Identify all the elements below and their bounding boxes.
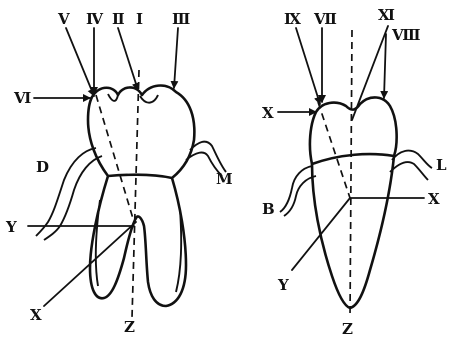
left-cusp-lines xyxy=(108,94,158,103)
right-periodontal-right-2 xyxy=(390,162,428,180)
arrow-v xyxy=(66,28,94,96)
arrow-iii xyxy=(174,28,178,88)
right-premolar: Ⅸ Ⅶ Ⅺ Ⅷ X L X B Y Z xyxy=(262,6,447,338)
arrow-ii xyxy=(118,28,138,90)
right-y-line xyxy=(292,198,350,270)
right-crown-outline xyxy=(310,97,397,164)
arrow-xi-left xyxy=(352,26,388,120)
left-periodontal-left-2 xyxy=(44,156,102,240)
left-long-axis-dashed xyxy=(132,70,139,318)
label-d: D xyxy=(36,158,49,176)
label-v: Ⅴ xyxy=(57,10,70,28)
label-b: B xyxy=(262,200,275,218)
label-z-right: Z xyxy=(342,320,353,338)
label-viii: Ⅷ xyxy=(391,26,421,44)
left-mesial-root xyxy=(136,178,186,306)
label-x-left: X xyxy=(30,306,42,324)
label-l: L xyxy=(436,156,447,174)
right-periodontal-left-2 xyxy=(284,176,316,216)
label-x-right: X xyxy=(428,190,440,208)
label-xi: Ⅺ xyxy=(378,6,395,24)
label-vi: Ⅵ xyxy=(13,89,31,107)
label-x-crown: X xyxy=(262,104,274,122)
right-root-outline xyxy=(312,156,394,308)
label-ix: Ⅸ xyxy=(284,10,301,28)
label-z-left: Z xyxy=(124,318,135,336)
label-y-left: Y xyxy=(5,218,17,236)
right-oblique-dashed xyxy=(318,102,350,198)
left-molar: Ⅴ Ⅳ Ⅱ Ⅰ Ⅲ Ⅵ D M Y X Z xyxy=(5,10,233,336)
left-crown-outline xyxy=(88,86,194,178)
label-ii: Ⅱ xyxy=(112,10,125,28)
label-iii: Ⅲ xyxy=(172,10,190,28)
label-y-right: Y xyxy=(277,276,289,294)
label-vii: Ⅶ xyxy=(313,10,337,28)
right-long-axis-dashed xyxy=(350,30,352,318)
right-periodontal-left xyxy=(280,166,312,212)
arrow-viii xyxy=(384,34,386,98)
label-iv: Ⅳ xyxy=(86,10,104,28)
label-i: Ⅰ xyxy=(136,10,143,28)
arrow-ix xyxy=(296,28,320,104)
label-m: M xyxy=(216,170,233,188)
